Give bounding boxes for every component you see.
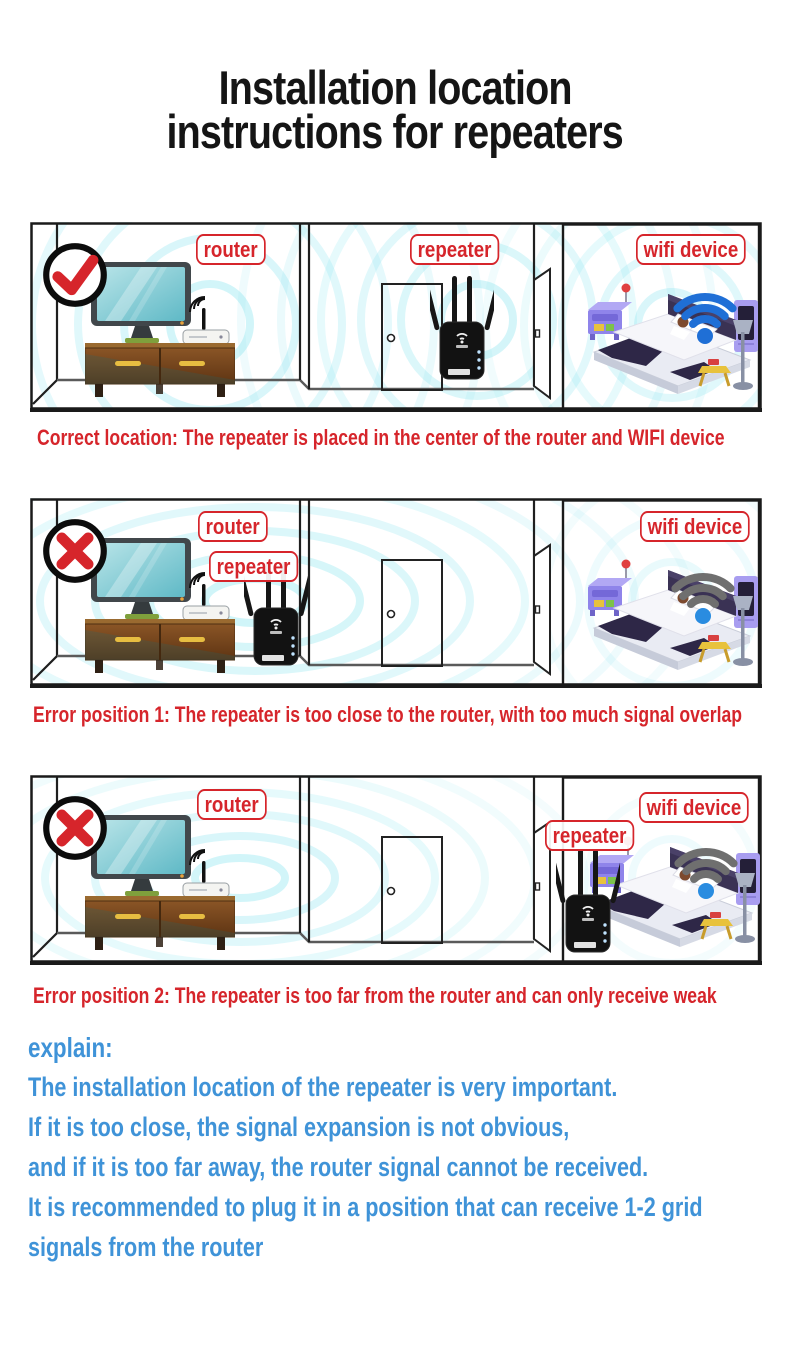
page-title: instructions for repeaters [0,104,790,159]
panel-error-position-2: router wifi device repeater [30,775,762,965]
open-door [533,543,551,676]
caption-error-position-1: Error position 1: The repeater is too cl… [33,702,743,727]
explain-line-1: The installation location of the repeate… [28,1072,618,1102]
caption-correct-location: Correct location: The repeater is placed… [37,425,725,450]
open-door [533,267,551,400]
page-title-line2: instructions for repeaters [166,105,624,158]
repeater-label: repeater [545,820,635,852]
wifi-device-label: wifi device [640,511,750,543]
router-label: router [196,234,266,266]
bedroom-scene [586,282,760,396]
explain-line-2: If it is too close, the signal expansion… [28,1112,570,1142]
explain-heading: explain: [28,1032,113,1063]
hallway-door [381,559,443,667]
panel-correct-location: router repeater wifi device [30,222,762,412]
door-knob [386,886,396,896]
explain-line-5: signals from the router [28,1232,264,1262]
caption-error-position-2: Error position 2: The repeater is too fa… [33,983,717,1008]
page-title-line1: Installation location [218,61,572,114]
explain-line-4: It is recommended to plug it in a positi… [28,1192,703,1222]
wifi-device-label: wifi device [636,234,746,266]
page-title: Installation location [0,60,790,115]
router-label: router [198,511,268,543]
repeater-label: repeater [209,551,299,583]
door-knob [386,609,396,619]
door-knob [386,333,396,343]
hallway-door [381,836,443,944]
repeater-label: repeater [410,234,500,266]
wifi-device-label: wifi device [639,792,749,824]
router-label: router [197,789,267,821]
room-walls [30,222,762,412]
check-icon [46,246,104,304]
explain-line-3: and if it is too far away, the router si… [28,1152,649,1182]
open-door [533,820,551,953]
cross-icon [46,522,104,580]
panel-illustration-error1 [30,498,762,688]
cross-icon [46,799,104,857]
room-walls [30,498,762,688]
panel-error-position-1: router repeater wifi device [30,498,762,688]
